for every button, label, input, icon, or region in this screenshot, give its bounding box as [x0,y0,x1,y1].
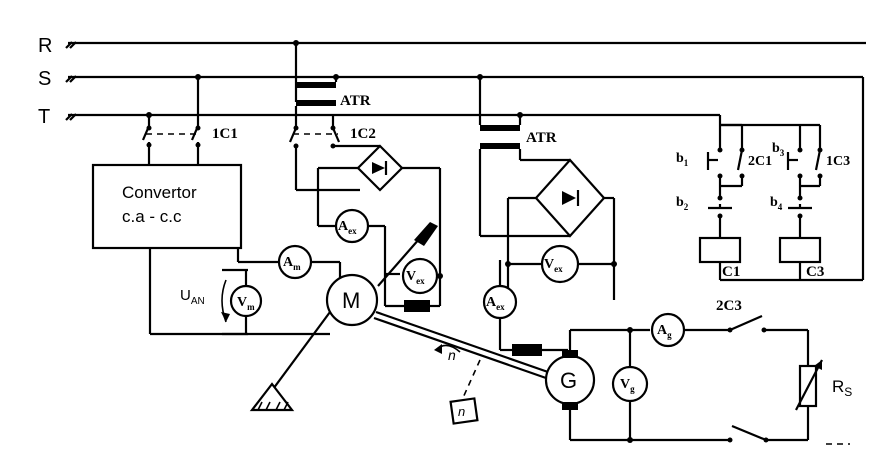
coil-c3-label: C3 [806,264,824,280]
b2-sub: 2 [684,202,689,212]
motor-voltage-label: U [180,287,191,304]
ag-label: A [657,323,668,338]
motor-field-winding-icon [404,300,430,312]
aux-contact-1c3-icon [814,149,822,171]
b3-label: b [772,141,780,156]
generator-brush-bottom [562,402,578,410]
svg-text:b4: b4 [770,195,783,212]
shaft-line-lower [373,316,547,380]
svg-text:Aex: Aex [338,219,357,236]
svg-text:Vex: Vex [544,257,563,274]
vex1-label: V [406,269,416,284]
line-s-label: S [38,68,51,90]
tacho-speed-label: n [458,404,465,419]
motor-label: M [342,288,360,313]
armature-circuit: Vm Am UAN [148,244,342,336]
svg-text:UAN: UAN [180,287,205,307]
lever-grip-icon [414,222,438,246]
svg-text:Aex: Aex [486,295,505,312]
aex2-label: A [486,295,497,310]
b1-label: b [676,151,684,166]
svg-text:Vex: Vex [406,269,425,286]
aux-contact-2c1-icon [736,149,744,171]
rectifier-bridge-generator: Vex Aex [482,158,617,356]
svg-text:Am: Am [283,255,301,272]
line-t-label: T [38,106,50,128]
generator-field-winding-icon [512,344,542,356]
contactor-2c3-top-switch-icon [729,314,763,332]
contactor-2c3-label: 2C3 [716,298,742,314]
svg-text:b3: b3 [772,141,785,158]
motor: M [249,222,438,412]
vex2-sub: ex [554,264,563,274]
vg-label: V [620,377,630,392]
contactor-2c3-bottom-switch-icon [731,424,767,442]
control-circuit: b1 2C1 b2 C1 b3 1C3 b4 [676,77,865,282]
atr-motor-core-top [296,82,336,88]
rectifier-bridge-motor: Aex Vex [316,144,443,312]
load-label: R [832,377,844,396]
vg-sub: g [630,384,635,394]
atr-motor-label: ATR [340,93,371,109]
tachometer-box [449,397,479,425]
vex2-label: V [544,257,554,272]
atr-gen-core-top [480,125,520,131]
svg-text:b1: b1 [676,151,689,168]
ammeter-am [277,244,313,280]
b4-label: b [770,195,778,210]
b3-sub: 3 [780,148,785,158]
atr-motor-core-bottom [296,100,336,106]
motor-symbol [325,273,379,327]
aex1-sub: ex [348,226,357,236]
generator-label: G [560,368,577,393]
am-sub: m [293,262,301,272]
supply-line-r: R [38,35,866,57]
converter-subtitle: c.a - c.c [122,207,182,226]
supply-line-t: T [38,106,720,128]
coil-c1 [698,236,742,264]
converter-box [91,163,243,250]
vm-sub: m [247,302,255,312]
am-label: A [283,255,294,270]
shaft-speed-label: n [448,347,456,363]
shaft: n n [373,310,549,425]
contactor-1c2-label: 1C2 [350,126,376,142]
contactor-1c1: 1C1 [141,74,238,165]
load-sub: S [844,385,852,399]
contactor-1c2-switch-icon [288,127,341,143]
coil-c3 [778,236,822,264]
svg-text:Ag: Ag [657,323,672,340]
atr-gen-label: ATR [526,130,557,146]
aux-2c1-label: 2C1 [748,154,772,169]
converter-title: Convertor [122,183,197,202]
svg-text:Vm: Vm [237,295,255,312]
aux-1c3-label: 1C3 [826,154,850,169]
vex1-sub: ex [416,276,425,286]
generator-brush-top [562,350,578,358]
svg-text:Vg: Vg [620,377,635,394]
motor-voltage-sub: AN [191,296,205,307]
b4-sub: 4 [778,202,783,212]
atr-motor: ATR 1C2 [288,40,380,192]
converter-block: Convertor c.a - c.c [91,163,243,250]
contactor-1c1-label: 1C1 [212,126,238,142]
shaft-line-upper [375,310,549,374]
generator-circuit: G Ag 2C3 RS Vg [544,298,852,443]
coil-c1-label: C1 [722,264,740,280]
ag-sub: g [667,330,672,340]
b1-sub: 1 [684,158,689,168]
atr-generator: ATR [477,74,570,238]
vm-label: V [237,295,247,310]
line-r-label: R [38,35,52,57]
svg-text:RS: RS [832,377,852,399]
aex1-label: A [338,219,349,234]
b2-label: b [676,195,684,210]
atr-gen-core-bottom [480,143,520,149]
svg-text:b2: b2 [676,195,689,212]
supply-line-s: S [38,68,863,90]
aex2-sub: ex [496,302,505,312]
